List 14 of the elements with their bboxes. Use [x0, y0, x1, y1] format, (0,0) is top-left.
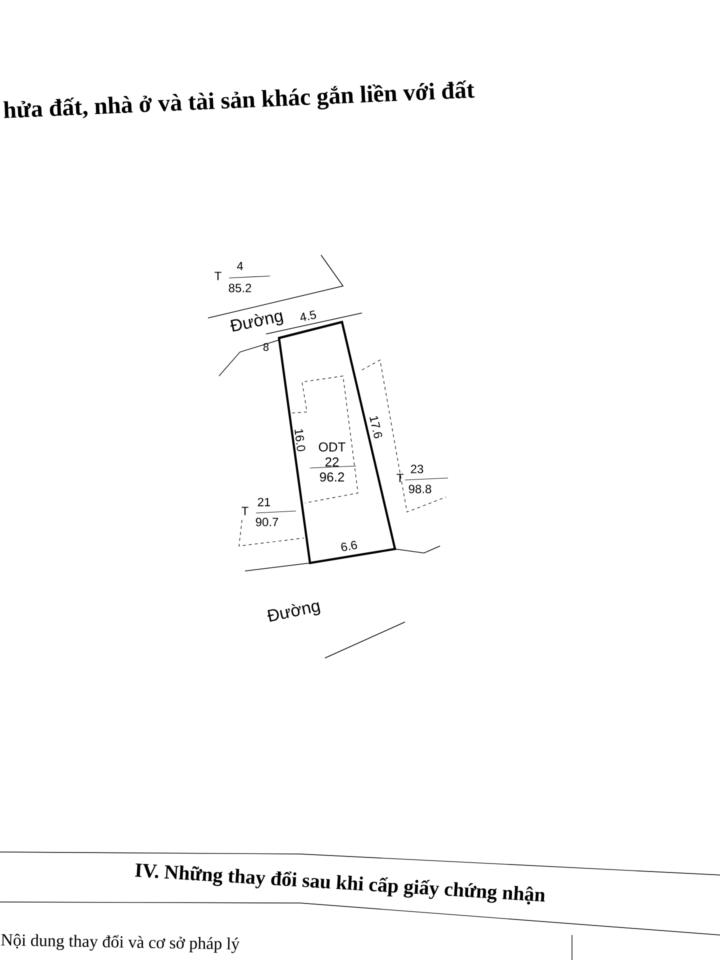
parcel-number: 4 — [236, 262, 243, 270]
dimension-label: 8 — [263, 343, 269, 351]
road-name: Đường — [267, 602, 320, 622]
page-title: hửa đất, nhà ở và tài sản khác gắn liền với đất — [3, 80, 475, 118]
parcel-area: 85.2 — [228, 284, 252, 292]
section-heading: IV. Những thay đổi sau khi cấp giấy chứng nhận — [134, 864, 545, 905]
parcel-label: T — [214, 272, 222, 280]
parcel-area: 98.8 — [408, 484, 432, 494]
table-header: Nội dung thay đổi và cơ sở pháp lý — [1, 934, 240, 954]
dimension-label: 17.6 — [370, 416, 382, 438]
dimension-label: 6.6 — [341, 540, 358, 552]
dimension-label: 16.0 — [294, 429, 306, 452]
parcel-number: 23 — [410, 464, 424, 474]
parcel-label: T — [242, 506, 248, 516]
